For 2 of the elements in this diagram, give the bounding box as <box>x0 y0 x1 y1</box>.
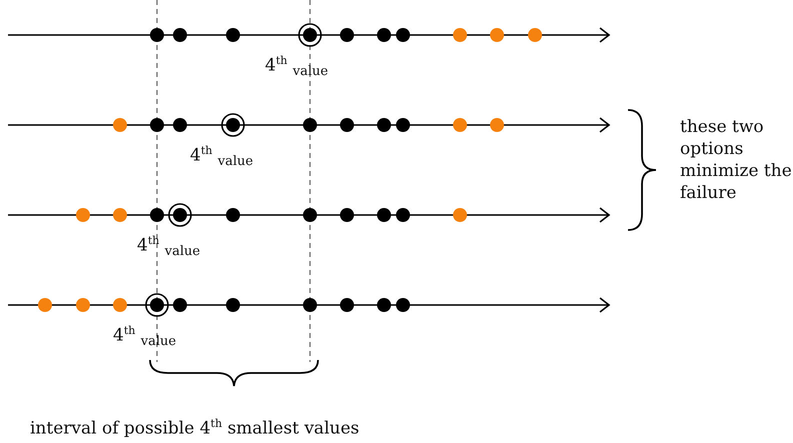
annotation-text: these two options minimize the failure <box>680 116 792 204</box>
brace-label: interval of possible 4$^{th}$ smallest values <box>30 418 360 438</box>
